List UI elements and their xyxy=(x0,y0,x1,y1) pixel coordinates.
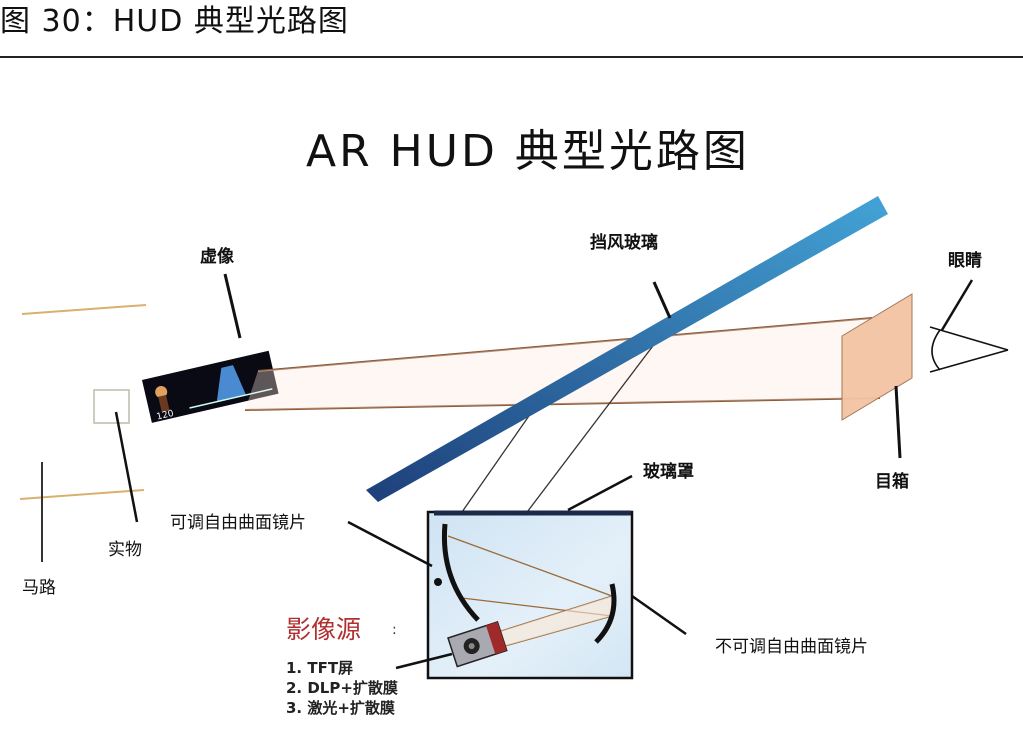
image-source-list: 1. TFT屏 2. DLP+扩散膜 3. 激光+扩散膜 xyxy=(286,658,398,718)
eyebox xyxy=(841,293,913,421)
light-rays xyxy=(244,317,881,411)
windshield-leader xyxy=(652,281,672,319)
label-virtual-image: 虚像 xyxy=(200,247,234,267)
label-road: 马路 xyxy=(22,578,56,598)
image-source-leader xyxy=(395,652,453,670)
image-source-title: 影像源 xyxy=(286,615,362,644)
caption-divider xyxy=(0,56,1023,58)
image-source-item: 2. DLP+扩散膜 xyxy=(286,679,398,697)
virtual-image-panel: 120 xyxy=(142,350,279,423)
image-source-item: 1. TFT屏 xyxy=(286,659,354,677)
label-adjustable-mirror: 可调自由曲面镜片 xyxy=(170,513,306,533)
eye-icon xyxy=(929,326,1009,373)
diagram-title: AR HUD 典型光路图 xyxy=(306,126,750,177)
svg-text:120: 120 xyxy=(156,409,175,423)
fixed-mirror xyxy=(594,583,617,644)
mirror-pivot xyxy=(434,578,442,586)
label-eye: 眼睛 xyxy=(948,251,982,271)
image-source-colon: : xyxy=(392,622,397,638)
light-cone xyxy=(245,318,880,410)
road xyxy=(19,304,147,562)
glass-cover-leader xyxy=(567,474,633,512)
label-real-object: 实物 xyxy=(108,540,142,560)
figure-caption: 图 30：HUD 典型光路图 xyxy=(0,4,349,39)
image-source-item: 3. 激光+扩散膜 xyxy=(286,699,395,717)
label-glass-cover: 玻璃罩 xyxy=(643,462,694,482)
windshield xyxy=(366,196,888,502)
label-eyebox: 目箱 xyxy=(875,472,909,492)
image-source-unit xyxy=(447,620,508,668)
label-fixed-mirror: 不可调自由曲面镜片 xyxy=(715,637,868,657)
real-object-leader xyxy=(114,411,139,523)
adjustable-mirror xyxy=(441,523,480,622)
real-object-marker xyxy=(93,389,130,424)
projection-beam xyxy=(498,596,612,646)
label-windshield: 挡风玻璃 xyxy=(590,233,658,253)
adjustable-mirror-leader xyxy=(347,520,433,568)
eyebox-leader xyxy=(894,385,902,459)
eye-leader xyxy=(940,279,974,331)
fixed-mirror-leader xyxy=(631,594,687,636)
virtual-image-leader xyxy=(223,273,242,339)
